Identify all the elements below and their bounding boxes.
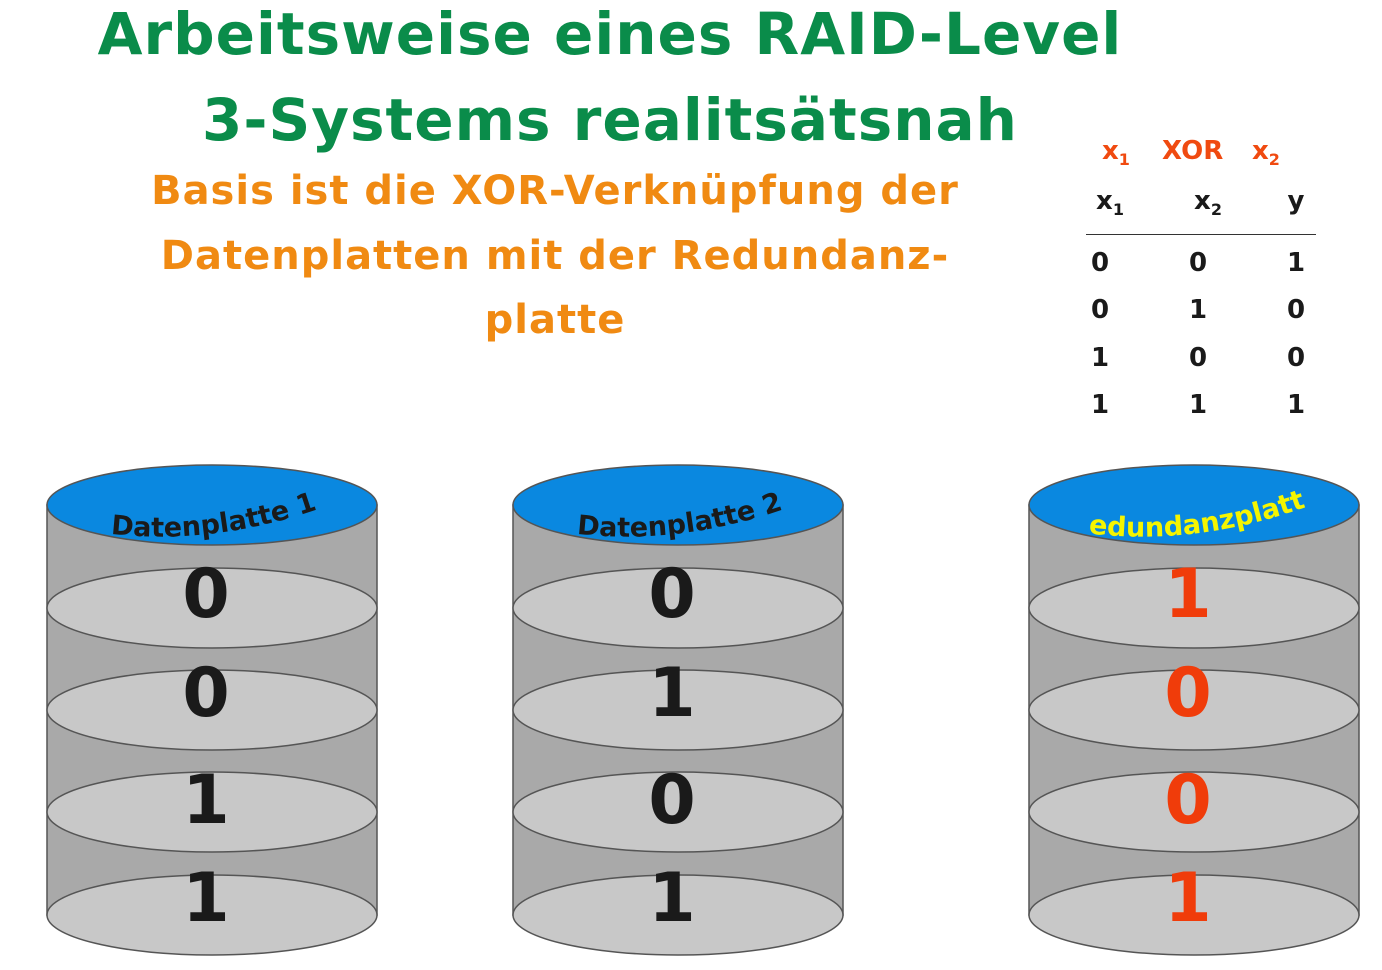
truth-cell-r4-c2: 1 [1188, 390, 1208, 420]
disk-bit-1: 1 [1164, 555, 1211, 634]
disk-top [512, 464, 844, 546]
page-title-line-1: Arbeitsweise eines RAID-Level [97, 0, 1123, 68]
table-divider [1086, 234, 1316, 235]
disk-platter-2 [46, 669, 378, 751]
disk-platter-1 [1028, 567, 1360, 649]
truth-cell-r2-c1: 0 [1090, 295, 1110, 325]
disk-label: Redundanzplatte [0, 0, 1308, 544]
disk-bit-3: 0 [648, 761, 695, 840]
disk-platter-3 [1028, 771, 1360, 853]
disk-platter-1 [512, 567, 844, 649]
disk-bit-4: 1 [1164, 859, 1211, 938]
disk-bit-3: 0 [1164, 761, 1211, 840]
truth-cell-r2-c2: 1 [1188, 295, 1208, 325]
page-title-line-2: 3-Systems realitsätsnah [202, 86, 1018, 154]
disk-platter-4 [512, 874, 844, 956]
disk-bit-4: 1 [182, 859, 229, 938]
truth-cell-r1-c1: 0 [1090, 248, 1110, 278]
truth-cell-r1-c3: 1 [1286, 248, 1306, 278]
disk-bit-2: 0 [1164, 654, 1211, 733]
header-operator: XOR [1162, 136, 1224, 166]
disk-bit-1: 0 [648, 555, 695, 634]
disk-top [46, 464, 378, 546]
disk-platter-2 [1028, 669, 1360, 751]
disk-platter-2 [512, 669, 844, 751]
subtitle-line-2: Datenplatten mit der Redundanz- [160, 233, 950, 279]
disk-platter-1 [46, 567, 378, 649]
disk-platter-3 [512, 771, 844, 853]
header-operand-1: x1 [1102, 136, 1130, 170]
truth-cell-r3-c2: 0 [1188, 343, 1208, 373]
truth-cell-r4-c3: 1 [1286, 390, 1306, 420]
subtitle-line-3: platte [484, 297, 626, 343]
truth-cell-r4-c1: 1 [1090, 390, 1110, 420]
truth-cell-r3-c3: 0 [1286, 343, 1306, 373]
truth-cell-r3-c1: 1 [1090, 343, 1110, 373]
truth-cell-r1-c2: 0 [1188, 248, 1208, 278]
column-header-x2: x2 [1194, 186, 1222, 220]
disk-bit-2: 1 [648, 654, 695, 733]
disk-bit-2: 0 [182, 654, 229, 733]
column-header-x1: x1 [1096, 186, 1124, 220]
column-header-y: y [1287, 186, 1305, 216]
disk-platter-4 [46, 874, 378, 956]
disk-top [1028, 464, 1360, 546]
disk-bit-4: 1 [648, 859, 695, 938]
disk-bit-1: 0 [182, 555, 229, 634]
disk-platter-4 [1028, 874, 1360, 956]
truth-cell-r2-c3: 0 [1286, 295, 1306, 325]
disk-platter-3 [46, 771, 378, 853]
subtitle-line-1: Basis ist die XOR-Verknüpfung der [151, 168, 959, 214]
header-operand-2: x2 [1252, 136, 1280, 170]
disk-bit-3: 1 [182, 761, 229, 840]
